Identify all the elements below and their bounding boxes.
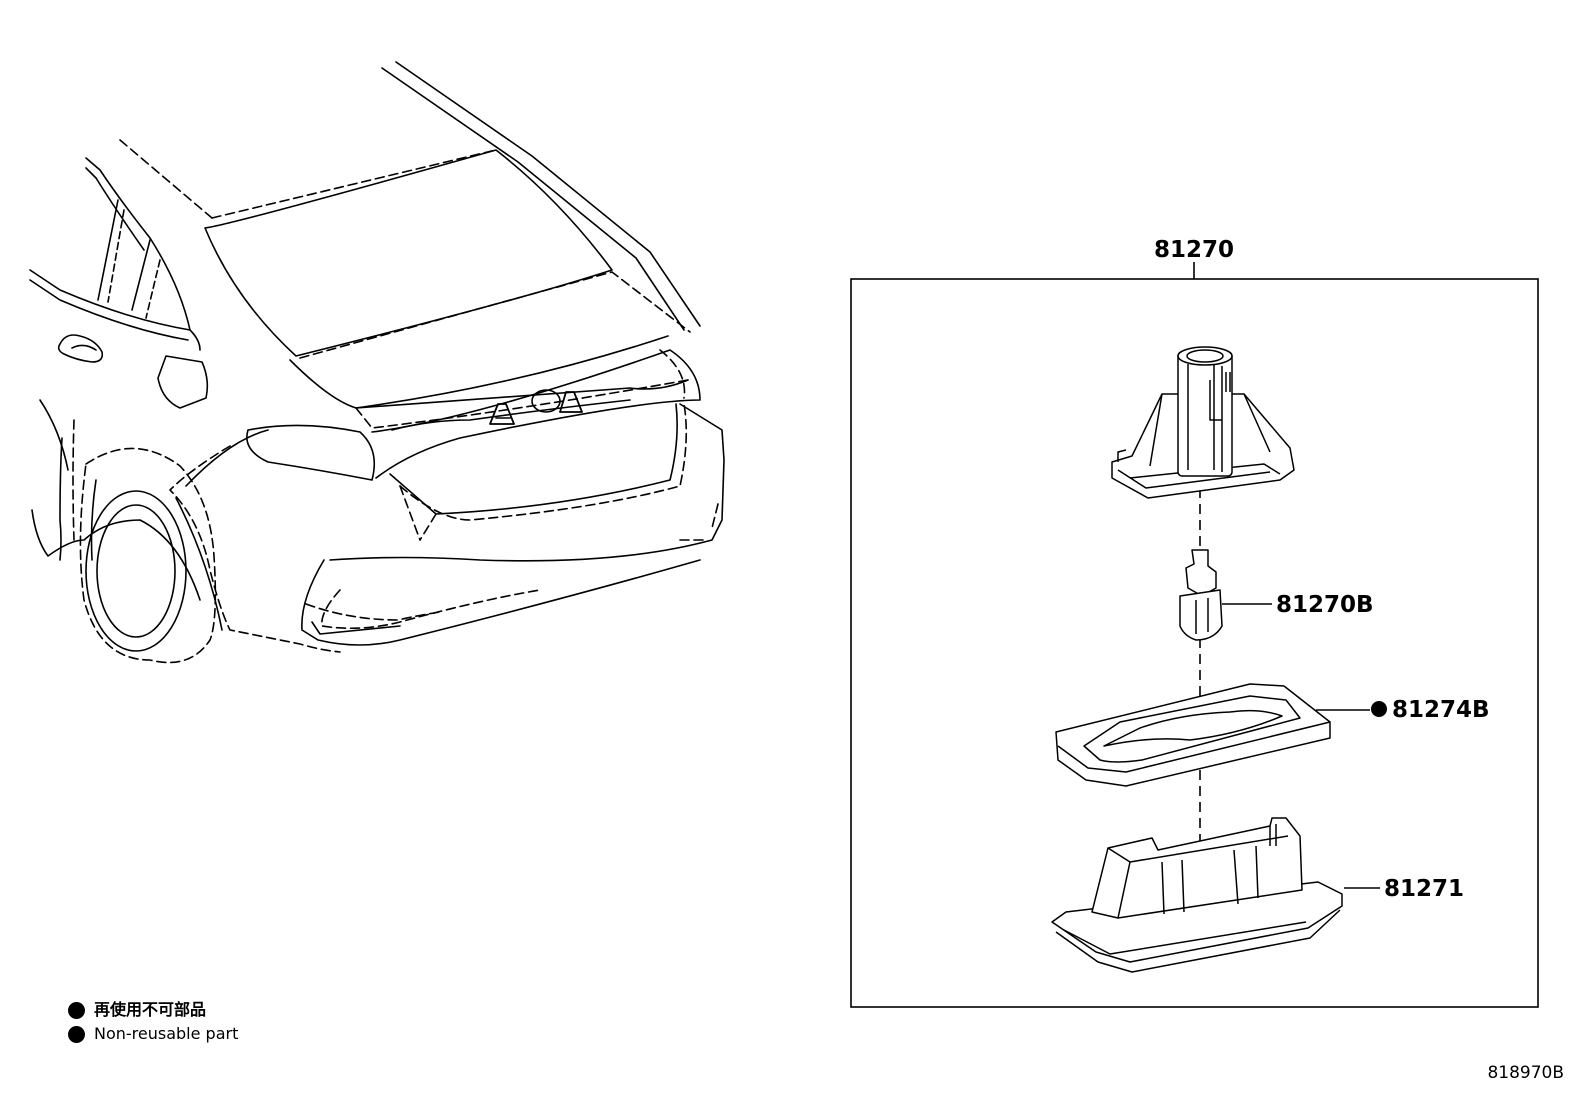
legend-non-reusable-jp: 再使用不可部品 bbox=[68, 1000, 206, 1020]
vehicle-rear-illustration bbox=[29, 61, 725, 664]
callout-housing: 81271 bbox=[1384, 876, 1464, 902]
wedge-bulb-illustration bbox=[1179, 549, 1223, 641]
figure-number: 818970B bbox=[1487, 1063, 1564, 1083]
assembly-frame bbox=[850, 262, 1539, 1008]
legend-non-reusable-en: Non-reusable part bbox=[68, 1024, 238, 1044]
leader-lines bbox=[1222, 603, 1380, 889]
legend-text-en: Non-reusable part bbox=[94, 1024, 239, 1043]
legend-text-jp: 再使用不可部品 bbox=[94, 1000, 207, 1019]
non-reusable-legend-dot bbox=[68, 1025, 85, 1043]
lamp-housing-illustration bbox=[1051, 817, 1343, 973]
callout-gasket: 81274B bbox=[1392, 697, 1490, 723]
non-reusable-marker bbox=[1371, 701, 1387, 717]
gasket-illustration bbox=[1055, 683, 1331, 787]
non-reusable-legend-dot bbox=[68, 1001, 85, 1019]
lamp-socket-illustration bbox=[1111, 346, 1295, 499]
callout-bulb: 81270B bbox=[1276, 592, 1374, 618]
callout-assembly: 81270 bbox=[1154, 237, 1234, 263]
